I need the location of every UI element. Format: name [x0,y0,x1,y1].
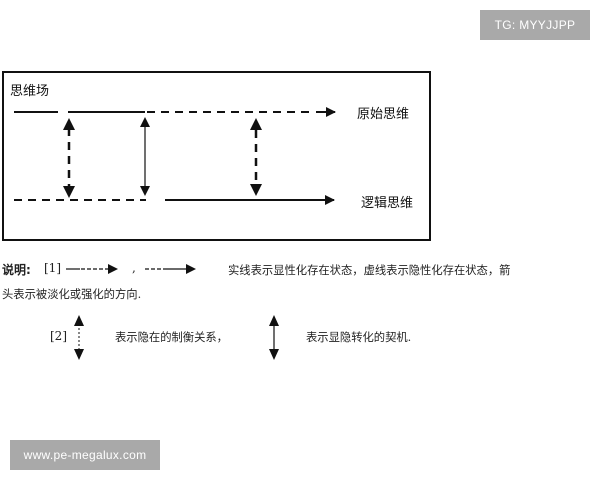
legend-item2-text-b: 表示显隐转化的契机. [306,331,412,344]
diagram-title: 思维场 [10,84,50,99]
dashed-double-arrow-2 [250,118,262,196]
legend-solid-double-arrow [269,315,279,360]
legend-solid-to-dashed-arrow [66,264,118,274]
legend-item1-text-line1: 实线表示显性化存在状态，虚线表示隐性化存在状态，箭 [228,264,511,277]
original-thinking-label: 原始思维 [357,107,410,122]
legend-item1-separator: , [132,261,136,275]
legend-item1-text-line2: 头表示被淡化或强化的方向. [2,288,142,301]
watermark-top: TG: MYYJJPP [480,10,590,40]
legend-heading: 说明: [2,263,31,277]
legend-item2-index: [2] [50,329,67,343]
solid-double-arrow [140,117,150,196]
legend-item1-index: [1] [44,261,61,275]
legend-item2-text-a: 表示隐在的制衡关系， [115,331,228,344]
logical-thinking-label: 逻辑思维 [361,196,414,211]
dashed-double-arrow-1 [63,118,75,198]
watermark-bottom: www.pe-megalux.com [10,440,160,470]
legend-dashed-to-solid-arrow [145,264,196,274]
diagram-frame [2,71,431,241]
legend-dashed-double-arrow [74,315,84,360]
